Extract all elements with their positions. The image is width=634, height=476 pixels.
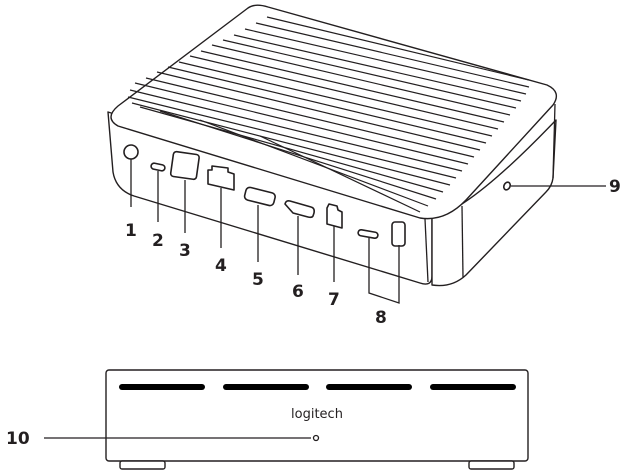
device-top-face — [110, 4, 558, 220]
ports — [123, 144, 512, 247]
callout-8: 8 — [375, 308, 387, 328]
port-8b-usb-a — [391, 221, 406, 247]
callout-5: 5 — [252, 270, 264, 290]
callout-7: 7 — [328, 290, 340, 310]
device-front-view: logitech 10 — [6, 369, 529, 470]
port-1-round — [123, 144, 139, 160]
callout-leaders — [130, 159, 606, 304]
device-isometric-view: 1 2 3 4 5 6 7 8 9 — [107, 4, 621, 328]
port-6-hdmi — [284, 200, 315, 219]
callout-9: 9 — [609, 177, 621, 197]
port-9-pinhole — [502, 181, 512, 191]
right-foot — [468, 460, 515, 470]
port-7-ethernet — [326, 203, 343, 229]
callout-6: 6 — [292, 282, 304, 302]
port-8a-usb-c — [357, 228, 379, 240]
front-indicator-led — [312, 434, 320, 442]
callout-10: 10 — [6, 429, 30, 449]
callout-3: 3 — [179, 241, 191, 261]
logitech-logo: logitech — [291, 407, 343, 422]
callout-1: 1 — [125, 221, 137, 241]
port-5-wide-slot — [243, 186, 276, 207]
port-2-small-oval — [150, 162, 166, 172]
callout-numbers: 1 2 3 4 5 6 7 8 9 — [125, 177, 621, 328]
port-3-square — [169, 150, 200, 181]
callout-2: 2 — [152, 231, 164, 251]
left-foot — [119, 460, 166, 470]
top-vent-lines — [127, 16, 530, 213]
callout-4: 4 — [215, 256, 227, 276]
port-4-ethernet — [207, 165, 235, 191]
